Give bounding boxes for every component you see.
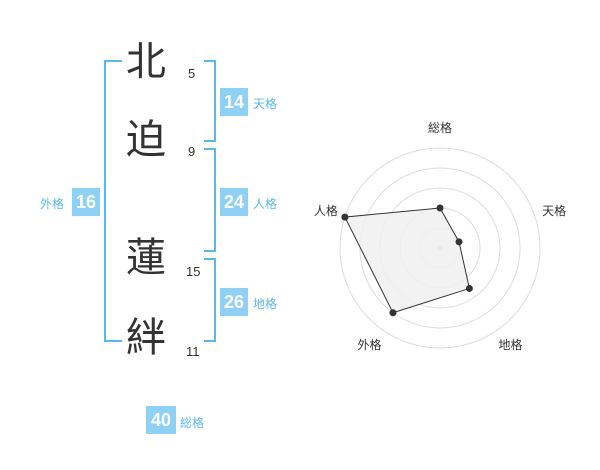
radar-axis-label-5: 人格 <box>314 203 338 218</box>
chikaku-label: 地格 <box>253 297 278 311</box>
name-char-3: 蓮 <box>126 235 166 281</box>
gaikaku-bracket <box>104 60 122 342</box>
radar-point-2 <box>455 238 463 246</box>
chikaku-bracket <box>204 258 216 342</box>
radar-point-1 <box>436 204 444 212</box>
stroke-count-3: 15 <box>186 264 201 279</box>
radar-axis-label-4: 外格 <box>357 337 381 352</box>
radar-ring <box>339 147 541 349</box>
radar-axis-label-1: 総格 <box>428 120 452 135</box>
tenkaku-bracket <box>204 60 216 142</box>
soukaku-value: 40 <box>146 406 176 434</box>
radar-point-4 <box>389 309 397 317</box>
stroke-count-1: 5 <box>188 66 196 81</box>
radar-axis-label-3: 地格 <box>499 337 523 352</box>
name-char-1: 北 <box>126 39 166 85</box>
jinkaku-bracket <box>204 148 216 252</box>
radar-area <box>344 207 470 314</box>
jinkaku-label: 人格 <box>253 197 278 211</box>
radar-points <box>341 204 473 317</box>
gaikaku-label: 外格 <box>40 197 65 211</box>
radar-point-5 <box>341 213 349 221</box>
name-char-2: 迫 <box>126 117 166 163</box>
name-char-4: 絆 <box>126 315 166 361</box>
tenkaku-label: 天格 <box>253 97 278 111</box>
chikaku-value: 26 <box>220 288 248 316</box>
soukaku-label: 総格 <box>180 416 205 430</box>
radar-axis-label-2: 天格 <box>542 203 566 218</box>
jinkaku-value: 24 <box>220 188 248 216</box>
gaikaku-value: 16 <box>72 188 100 216</box>
stroke-count-4: 11 <box>186 344 200 359</box>
radar-point-3 <box>465 284 473 292</box>
stroke-count-2: 9 <box>188 144 196 159</box>
tenkaku-value: 14 <box>220 88 248 116</box>
